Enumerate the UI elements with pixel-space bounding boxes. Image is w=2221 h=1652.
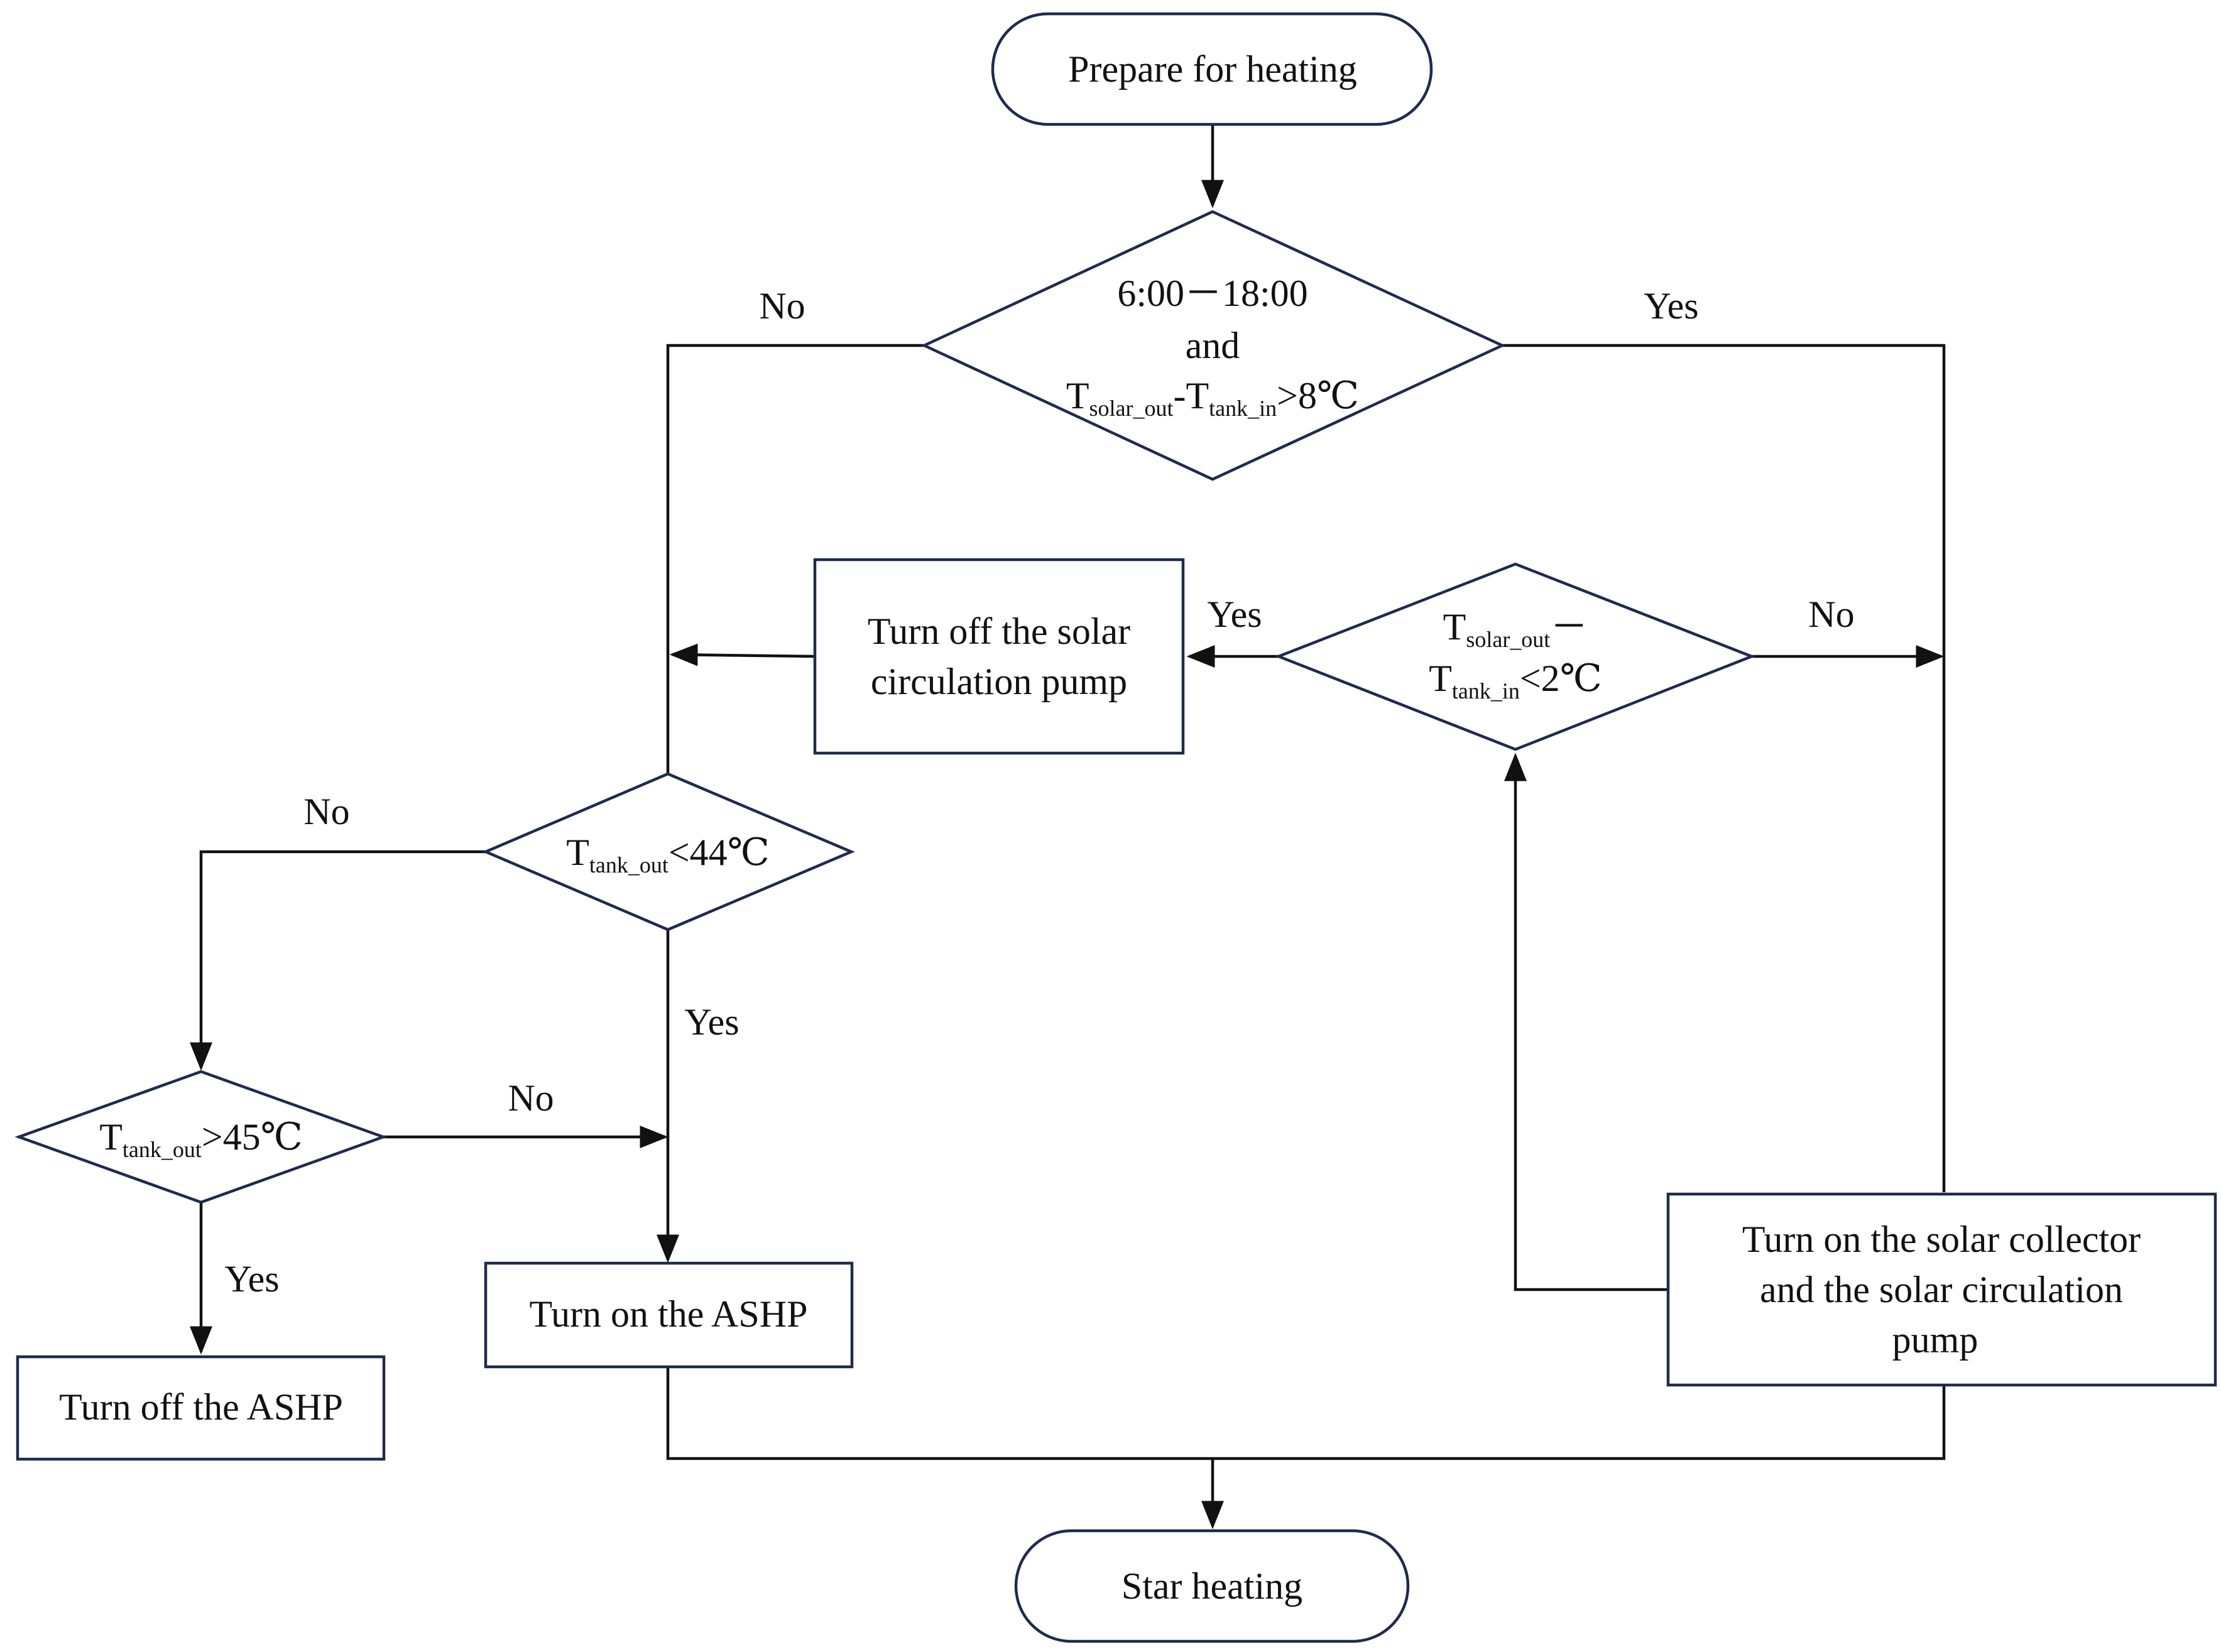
process-turn-off-solar-pump: Turn off the solar circulation pump	[813, 558, 1185, 755]
decision-tank-out-below-44: Ttank_out<44℃	[482, 772, 855, 932]
label-d2-no: No	[1808, 594, 1854, 635]
decision-solar-out-term: Tsolar_out－	[1443, 606, 1588, 652]
label-d1-yes: Yes	[1644, 285, 1698, 327]
decision-time-and-solar-delta: 6:00－18:00 and Tsolar_out-Ttank_in>8℃	[920, 210, 1506, 481]
decision-tank-out-44-text: Ttank_out<44℃	[566, 832, 770, 878]
solar-on-line-2: and the solar circulation	[1760, 1269, 2123, 1310]
solar-on-line-1: Turn on the solar collector	[1742, 1219, 2141, 1260]
ashp-off-label: Turn off the ASHP	[59, 1386, 343, 1428]
label-d4-no: No	[508, 1077, 554, 1119]
process-turn-on-solar-collector: Turn on the solar collector and the sola…	[1666, 1192, 2217, 1387]
start-label: Prepare for heating	[1068, 48, 1357, 90]
branch-labels: No Yes Yes No No Yes No Yes	[224, 285, 1854, 1300]
decision-and-text: and	[1186, 325, 1240, 366]
ashp-on-label: Turn on the ASHP	[530, 1293, 808, 1335]
connectors	[190, 124, 1946, 1530]
end-terminal: Star heating	[1014, 1529, 1410, 1643]
decision-solar-delta-condition: Tsolar_out-Ttank_in>8℃	[1066, 375, 1359, 421]
decision-tank-out-45-text: Ttank_out>45℃	[99, 1116, 303, 1162]
edge-ashp-on-to-end	[666, 1367, 1213, 1460]
decision-tank-out-above-45: Ttank_out>45℃	[14, 1070, 388, 1204]
edge-solar-on-to-d2	[1504, 753, 1668, 1291]
solar-on-line-3: pump	[1892, 1319, 1978, 1361]
pump-off-line-1: Turn off the solar	[868, 611, 1130, 652]
start-terminal: Prepare for heating	[991, 12, 1433, 126]
pump-off-line-2: circulation pump	[871, 661, 1127, 702]
process-turn-on-ashp: Turn on the ASHP	[484, 1261, 854, 1369]
decision-solar-delta-low: Tsolar_out－ Ttank_in<2℃	[1274, 562, 1756, 751]
edge-pump-off-to-line	[669, 643, 816, 666]
label-d4-yes: Yes	[224, 1258, 279, 1300]
decision-time-range: 6:00－18:00	[1117, 273, 1307, 314]
edge-d3-no	[190, 850, 486, 1071]
edge-d1-no	[666, 344, 924, 774]
label-d3-yes: Yes	[684, 1001, 739, 1043]
end-label: Star heating	[1121, 1565, 1302, 1607]
process-turn-off-ashp: Turn off the ASHP	[16, 1355, 386, 1461]
decision-tank-in-term: Ttank_in<2℃	[1429, 658, 1602, 704]
label-d1-no: No	[759, 285, 805, 327]
label-d2-yes: Yes	[1207, 594, 1262, 635]
edge-d1-yes	[1502, 344, 1946, 1192]
edge-solar-on-to-end	[1213, 1385, 1946, 1460]
label-d3-no: No	[303, 791, 349, 832]
